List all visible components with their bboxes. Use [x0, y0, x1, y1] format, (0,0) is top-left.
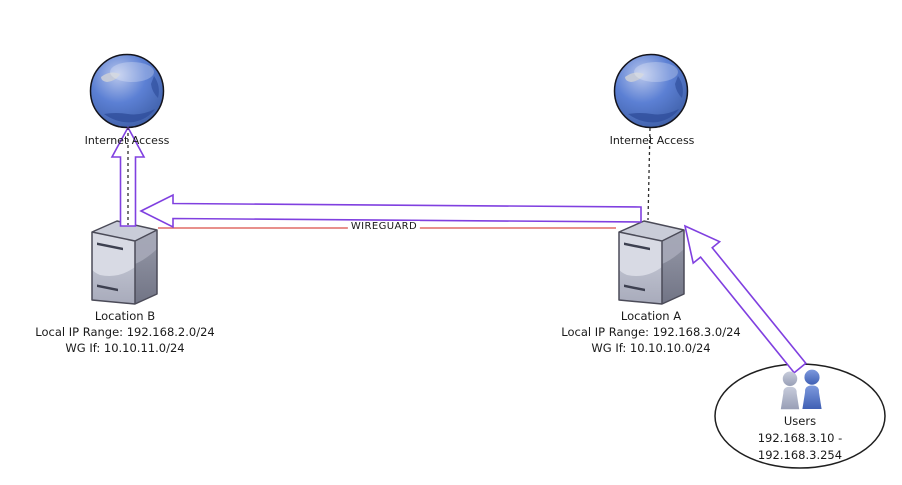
location-a-wg-if: WG If: 10.10.10.0/24	[591, 341, 711, 355]
server-icon-location-b	[91, 220, 158, 305]
location-b-title: Location B	[94, 309, 156, 323]
arrow-a-to-b	[139, 193, 642, 229]
server-icon-location-a	[618, 220, 685, 305]
users-title: Users	[783, 414, 817, 428]
globe-icon-internet-b	[89, 53, 165, 129]
person-gray-icon	[780, 371, 800, 410]
users-ip-range-end: 192.168.3.254	[757, 448, 843, 462]
wireguard-edge-label: WIREGUARD	[347, 221, 421, 233]
users-label-block: Users 192.168.3.10 - 192.168.3.254	[758, 413, 843, 464]
location-a-title: Location A	[620, 309, 682, 323]
users-ip-range-start: 192.168.3.10 -	[757, 431, 843, 445]
arrow-users-to-a	[683, 224, 807, 374]
location-b-label-block: Location B Local IP Range: 192.168.2.0/2…	[35, 308, 214, 356]
location-a-ip-range: Local IP Range: 192.168.3.0/24	[561, 325, 741, 339]
location-a-label-block: Location A Local IP Range: 192.168.3.0/2…	[561, 308, 740, 356]
location-b-wg-if: WG If: 10.10.11.0/24	[65, 341, 185, 355]
location-b-ip-range: Local IP Range: 192.168.2.0/24	[35, 325, 215, 339]
internet-access-label-b: Internet Access	[84, 134, 170, 147]
person-blue-icon	[802, 369, 822, 409]
globe-icon-internet-a	[613, 53, 689, 129]
internet-access-label-a: Internet Access	[609, 134, 695, 147]
